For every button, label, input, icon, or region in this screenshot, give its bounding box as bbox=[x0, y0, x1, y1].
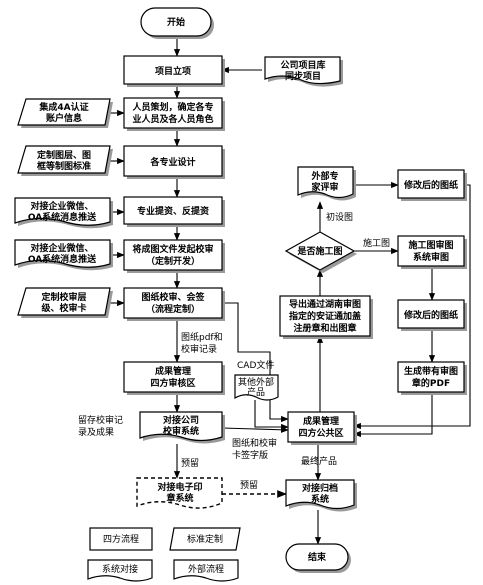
edge-label-cad: CAD文件 bbox=[237, 359, 274, 371]
other-external-node: 其他外部 产品 bbox=[234, 374, 279, 401]
discipline-design-node: 各专业设计 bbox=[123, 145, 225, 179]
construction-review-node: 施工图审图 系统审图 bbox=[397, 235, 467, 269]
legend-standard-custom-label: 标准定制 bbox=[187, 533, 223, 545]
external-expert-line-2: 家评审 bbox=[311, 181, 338, 193]
edge-label-reserved-1: 预留 bbox=[181, 457, 199, 469]
end-node: 结束 bbox=[285, 543, 351, 573]
archive-line-1: 对接归档 bbox=[302, 482, 338, 494]
edge-label-retain-1: 留存校审记 bbox=[78, 414, 123, 426]
discipline-design-label: 各专业设计 bbox=[149, 156, 195, 168]
archive-line-2: 系统 bbox=[311, 493, 329, 505]
outcome-4party-public-node: 成果管理 四方公共区 bbox=[287, 411, 357, 445]
revised-drawing-2-node: 修改后的图纸 bbox=[397, 299, 467, 331]
is-construction-decision: 是否施工图 bbox=[284, 231, 357, 273]
hunan-line-3: 注册章和出图章 bbox=[293, 322, 356, 334]
revised-2-label: 修改后的图纸 bbox=[403, 309, 458, 321]
company-review-system-node: 对接公司 校审系统 bbox=[139, 411, 225, 444]
edge-label-reserved-2: 预留 bbox=[240, 479, 258, 491]
legend-four-party: 四方流程 bbox=[89, 527, 153, 551]
docking-wechat-2-line-2: OA系统消息推送 bbox=[28, 253, 97, 265]
project-init-label: 项目立项 bbox=[155, 65, 191, 77]
edge-label-cards-2: 卡签字版 bbox=[232, 449, 268, 461]
company-sync-line-2: 同步项目 bbox=[285, 70, 321, 82]
submit-review-node: 将成图文件发起校审 （定制开发） bbox=[123, 239, 225, 273]
start-node: 开始 bbox=[140, 7, 214, 39]
construction-review-line-2: 系统审图 bbox=[413, 251, 449, 263]
submit-data-label: 专业提资、反提资 bbox=[137, 205, 209, 217]
archive-system-node: 对接归档 系统 bbox=[285, 479, 357, 512]
edge-labels: 图纸pdf和 校审记录 CAD文件 留存校审记 录及成果 图纸和校审 卡签字版 … bbox=[78, 211, 390, 491]
other-external-line-1: 其他外部 bbox=[238, 376, 274, 388]
revised-drawing-1-node: 修改后的图纸 bbox=[397, 169, 467, 201]
staffing-line-1: 人员策划，确定各专 bbox=[131, 101, 213, 113]
e-seal-line-1: 对接电子印 bbox=[157, 481, 202, 493]
hunan-line-1: 导出通过湖南审图 bbox=[289, 298, 361, 310]
company-sync-node: 公司项目库 同步项目 bbox=[264, 56, 343, 87]
docking-wechat-1-line-2: OA系统消息推送 bbox=[28, 211, 97, 223]
integrate-4a-line-2: 账户信息 bbox=[46, 112, 82, 124]
e-seal-line-2: 章系统 bbox=[166, 492, 193, 504]
drawing-review-node: 图纸校审、会签 （流程定制） bbox=[123, 287, 225, 321]
docking-wechat-2-node: 对接企业微信、 OA系统消息推送 bbox=[14, 239, 113, 271]
company-review-line-2: 校审系统 bbox=[163, 425, 199, 437]
docking-wechat-1-node: 对接企业微信、 OA系统消息推送 bbox=[14, 197, 113, 229]
submit-data-node: 专业提资、反提资 bbox=[123, 196, 225, 227]
custom-layers-node: 定制图层、图 框等制图标准 bbox=[17, 145, 113, 176]
public-area-line-2: 四方公共区 bbox=[298, 427, 343, 439]
construction-review-line-1: 施工图审图 bbox=[408, 239, 453, 251]
submit-review-line-1: 将成图文件发起校审 bbox=[132, 243, 213, 255]
drawing-review-line-2: （流程定制） bbox=[146, 303, 200, 315]
public-area-line-1: 成果管理 bbox=[303, 415, 339, 427]
decision-label: 是否施工图 bbox=[296, 245, 342, 257]
staffing-line-2: 业人员及各人员角色 bbox=[132, 113, 213, 125]
edge-label-cards-1: 图纸和校审 bbox=[232, 437, 277, 449]
external-expert-node: 外部专 家评审 bbox=[297, 166, 356, 201]
drawing-review-line-1: 图纸校审、会签 bbox=[141, 291, 205, 303]
integrate-4a-node: 集成4A认证 账户信息 bbox=[17, 98, 113, 128]
custom-layers-line-2: 框等制图标准 bbox=[37, 160, 91, 172]
generate-pdf-line-1: 生成带有审图 bbox=[404, 365, 458, 377]
docking-wechat-1-line-1: 对接企业微信、 bbox=[30, 200, 93, 212]
outcome-4party-node: 成果管理 四方审核区 bbox=[123, 361, 225, 395]
edge-label-pdf-2: 校审记录 bbox=[181, 343, 217, 355]
custom-review-level-node: 定制校审层 级、校审卡 bbox=[17, 287, 113, 318]
legend: 四方流程 标准定制 系统对接 外部流程 bbox=[87, 527, 241, 582]
legend-external-flow: 外部流程 bbox=[173, 559, 239, 582]
edge-label-final: 最终产品 bbox=[301, 455, 337, 467]
generate-pdf-node: 生成带有审图 章的PDF bbox=[397, 361, 467, 395]
custom-layers-line-1: 定制图层、图 bbox=[36, 149, 91, 161]
hunan-review-node: 导出通过湖南审图 指定的安证通加盖 注册章和出图章 bbox=[279, 295, 373, 339]
staffing-node: 人员策划，确定各专 业人员及各人员角色 bbox=[123, 97, 225, 131]
e-seal-system-node: 对接电子印 章系统 bbox=[136, 477, 223, 509]
end-label: 结束 bbox=[308, 551, 327, 563]
legend-system-docking-label: 系统对接 bbox=[102, 563, 138, 575]
submit-review-line-2: （定制开发） bbox=[146, 255, 200, 267]
legend-external-flow-label: 外部流程 bbox=[188, 563, 224, 575]
company-review-line-1: 对接公司 bbox=[163, 414, 199, 426]
hunan-line-2: 指定的安证通加盖 bbox=[289, 310, 361, 322]
start-label: 开始 bbox=[167, 16, 185, 28]
integrate-4a-line-1: 集成4A认证 bbox=[38, 101, 88, 113]
outcome-4party-line-1: 成果管理 bbox=[155, 365, 191, 377]
edge-label-construction: 施工图 bbox=[363, 237, 390, 249]
custom-review-level-line-1: 定制校审层 bbox=[40, 291, 86, 303]
legend-standard-custom: 标准定制 bbox=[169, 527, 241, 551]
edge-label-preliminary: 初设图 bbox=[326, 211, 353, 223]
generate-pdf-line-2: 章的PDF bbox=[412, 377, 450, 389]
other-external-line-2: 产品 bbox=[247, 386, 265, 398]
outcome-4party-line-2: 四方审核区 bbox=[150, 377, 195, 389]
docking-wechat-2-line-1: 对接企业微信、 bbox=[30, 242, 93, 254]
edge-label-retain-2: 录及成果 bbox=[78, 426, 114, 438]
company-sync-line-1: 公司项目库 bbox=[280, 59, 325, 71]
edge-label-pdf-1: 图纸pdf和 bbox=[181, 331, 223, 343]
revised-1-label: 修改后的图纸 bbox=[403, 179, 458, 191]
project-init-node: 项目立项 bbox=[123, 55, 225, 87]
custom-review-level-line-2: 级、校审卡 bbox=[40, 302, 86, 314]
external-expert-line-1: 外部专 bbox=[310, 170, 338, 182]
legend-system-docking: 系统对接 bbox=[87, 559, 153, 582]
legend-four-party-label: 四方流程 bbox=[103, 533, 139, 545]
